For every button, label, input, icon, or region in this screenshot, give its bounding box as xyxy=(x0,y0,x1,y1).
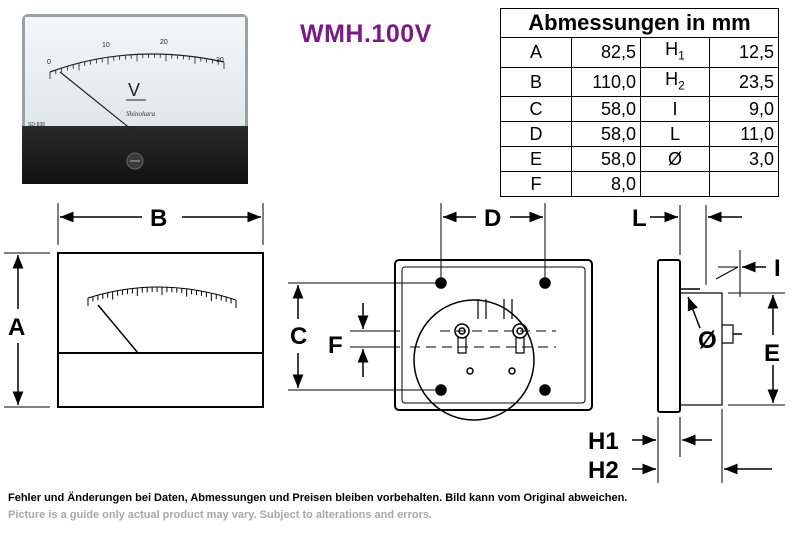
row-value: 12,5 xyxy=(709,37,779,68)
rear-view xyxy=(288,203,593,421)
dim-label-h1: H1 xyxy=(588,428,619,455)
row-value: 82,5 xyxy=(571,37,641,68)
model-number: WMH.100V xyxy=(300,20,432,48)
row-label: F xyxy=(500,171,572,198)
row-value xyxy=(709,171,779,198)
dim-label-a: A xyxy=(8,314,25,341)
table-row: E 58,0 Ø 3,0 xyxy=(500,146,779,173)
table-row: A 82,5 H1 12,5 xyxy=(500,37,779,68)
dim-label-e: E xyxy=(764,340,780,367)
row-value: 110,0 xyxy=(571,66,641,98)
row-label: I xyxy=(640,96,710,123)
row-label xyxy=(640,171,710,198)
scale-label-0: 0 xyxy=(47,59,51,66)
side-view xyxy=(632,205,785,483)
dim-label-b: B xyxy=(150,205,167,232)
brand-logo: Shinohara xyxy=(126,110,156,118)
unit-label: V xyxy=(128,80,140,100)
dim-label-h2: H2 xyxy=(588,457,619,484)
dim-label-f: F xyxy=(328,332,343,359)
model-code: SD-838 xyxy=(28,122,45,128)
row-label: A xyxy=(500,37,572,68)
row-label: L xyxy=(640,121,710,148)
dim-label-l: L xyxy=(632,205,647,232)
scale-label-20: 20 xyxy=(160,39,168,46)
row-value: 58,0 xyxy=(571,121,641,148)
row-value: 58,0 xyxy=(571,96,641,123)
front-view xyxy=(4,203,264,408)
scale-label-10: 10 xyxy=(102,42,110,49)
table-row: B 110,0 H2 23,5 xyxy=(500,66,779,98)
dimension-table: Abmessungen in mm A 82,5 H1 12,5 B 110,0… xyxy=(500,8,779,198)
dim-label-d: D xyxy=(484,205,501,232)
row-value: 9,0 xyxy=(709,96,779,123)
table-row: D 58,0 L 11,0 xyxy=(500,121,779,148)
dim-label-i: I xyxy=(774,255,781,282)
row-value: 11,0 xyxy=(709,121,779,148)
meter-photo: 0 10 20 30 V Shinohara SD-838 xyxy=(22,14,248,184)
row-value: 8,0 xyxy=(571,171,641,198)
scale-label-30: 30 xyxy=(216,57,224,64)
row-label: H2 xyxy=(640,66,710,98)
row-value: 23,5 xyxy=(709,66,779,98)
row-label: Ø xyxy=(640,146,710,173)
row-label: H1 xyxy=(640,37,710,68)
table-header: Abmessungen in mm xyxy=(500,8,779,38)
row-label: B xyxy=(500,66,572,98)
dim-label-phi: Ø xyxy=(698,327,717,354)
needle xyxy=(59,71,133,131)
row-value: 3,0 xyxy=(709,146,779,173)
dim-label-c: C xyxy=(290,323,307,350)
row-label: D xyxy=(500,121,572,148)
row-value: 58,0 xyxy=(571,146,641,173)
dimension-drawing: B A D C F L I Ø E H1 H2 xyxy=(4,203,785,484)
row-label: E xyxy=(500,146,572,173)
footer-disclaimer-en: Picture is a guide only actual product m… xyxy=(8,509,433,521)
row-label: C xyxy=(500,96,572,123)
footer-disclaimer-de: Fehler und Änderungen bei Daten, Abmessu… xyxy=(8,492,628,504)
table-row: F 8,0 xyxy=(500,171,779,198)
table-row: C 58,0 I 9,0 xyxy=(500,96,779,123)
